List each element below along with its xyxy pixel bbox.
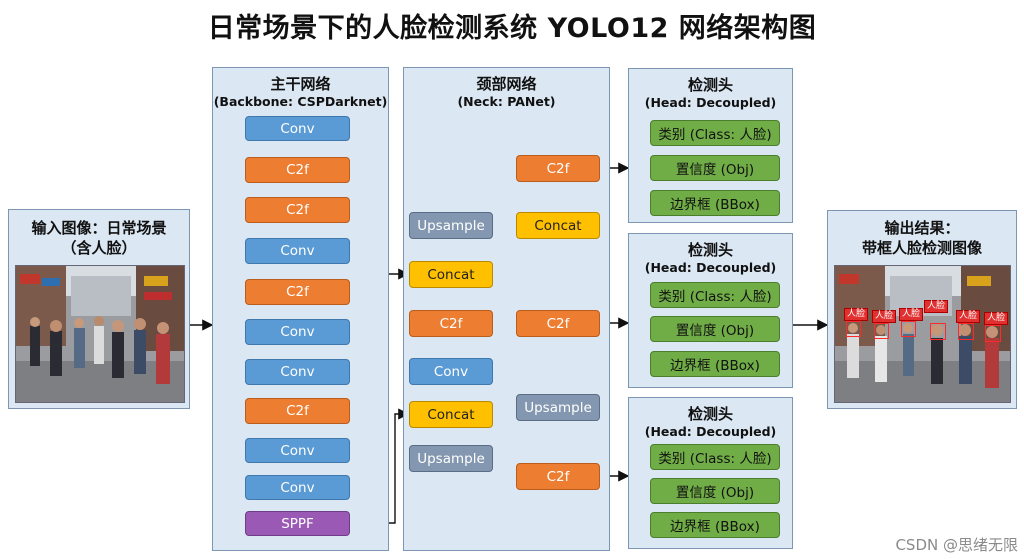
- head-obj-output: 置信度 (Obj): [650, 316, 780, 342]
- input-panel: 输入图像：日常场景 （含人脸）: [8, 209, 190, 409]
- diagram-title: 日常场景下的人脸检测系统 YOLO12 网络架构图: [207, 13, 817, 44]
- face-box: [846, 321, 861, 337]
- backbone-layer-conv: Conv: [245, 319, 350, 345]
- face-label: 人脸: [899, 308, 924, 321]
- head-class-output: 类别 (Class: 人脸): [650, 120, 780, 146]
- head-class-output: 类别 (Class: 人脸): [650, 444, 780, 470]
- watermark: CSDN @思绪无限: [895, 536, 1018, 554]
- backbone-layer-conv: Conv: [245, 438, 350, 463]
- backbone-layer-c2f: C2f: [245, 157, 350, 183]
- backbone-layer-sppf: SPPF: [245, 511, 350, 536]
- neck-upsample: Upsample: [409, 212, 493, 239]
- input-title-line1: 输入图像：日常场景: [31, 219, 167, 237]
- input-title-line2: （含人脸）: [61, 239, 137, 257]
- neck-subtitle: (Neck: PANet): [457, 94, 556, 109]
- output-title-line2: 带框人脸检测图像: [861, 239, 982, 257]
- head-obj-output: 置信度 (Obj): [650, 478, 780, 504]
- backbone-layer-conv: Conv: [245, 116, 350, 141]
- neck-c2f: C2f: [516, 155, 600, 182]
- face-label: 人脸: [844, 308, 869, 321]
- neck-conv: Conv: [409, 358, 493, 385]
- face-box: [874, 323, 889, 339]
- neck-concat: Concat: [409, 401, 493, 428]
- output-panel: 输出结果： 带框人脸检测图像 人脸 人脸 人脸 人: [827, 210, 1017, 409]
- input-street-image: [15, 265, 185, 403]
- face-label: 人脸: [984, 312, 1009, 325]
- head-subtitle: (Head: Decoupled): [644, 95, 777, 110]
- face-box: [901, 321, 916, 337]
- face-box: [985, 325, 1001, 342]
- head-bbox-output: 边界框 (BBox): [650, 351, 780, 377]
- backbone-layer-conv: Conv: [245, 238, 350, 264]
- neck-concat: Concat: [409, 261, 493, 288]
- backbone-layer-conv: Conv: [245, 359, 350, 385]
- head-subtitle: (Head: Decoupled): [644, 260, 777, 275]
- backbone-layer-c2f: C2f: [245, 398, 350, 424]
- head-class-output: 类别 (Class: 人脸): [650, 282, 780, 308]
- face-label: 人脸: [924, 300, 949, 313]
- neck-c2f: C2f: [516, 310, 600, 337]
- neck-c2f: C2f: [516, 463, 600, 490]
- face-box: [958, 323, 974, 340]
- output-title-line1: 输出结果：: [884, 219, 960, 237]
- backbone-subtitle: (Backbone: CSPDarknet): [213, 94, 388, 109]
- neck-c2f: C2f: [409, 310, 493, 337]
- head-title: 检测头: [687, 76, 733, 94]
- face-label: 人脸: [956, 310, 981, 323]
- neck-concat: Concat: [516, 212, 600, 239]
- head-bbox-output: 边界框 (BBox): [650, 512, 780, 538]
- neck-title: 颈部网络: [476, 75, 537, 93]
- neck-upsample: Upsample: [516, 394, 600, 421]
- output-detection-image: 人脸 人脸 人脸 人脸 人脸 人脸: [834, 265, 1011, 403]
- head-obj-output: 置信度 (Obj): [650, 155, 780, 181]
- backbone-layer-conv: Conv: [245, 475, 350, 500]
- head-title: 检测头: [687, 241, 733, 259]
- head-subtitle: (Head: Decoupled): [644, 424, 777, 439]
- backbone-layer-c2f: C2f: [245, 197, 350, 223]
- backbone-title: 主干网络: [270, 75, 331, 93]
- face-box: [930, 323, 946, 340]
- neck-upsample: Upsample: [409, 445, 493, 472]
- head-bbox-output: 边界框 (BBox): [650, 190, 780, 216]
- head-title: 检测头: [687, 405, 733, 423]
- backbone-panel: 主干网络 (Backbone: CSPDarknet): [212, 67, 389, 551]
- face-label: 人脸: [872, 310, 897, 323]
- backbone-layer-c2f: C2f: [245, 279, 350, 305]
